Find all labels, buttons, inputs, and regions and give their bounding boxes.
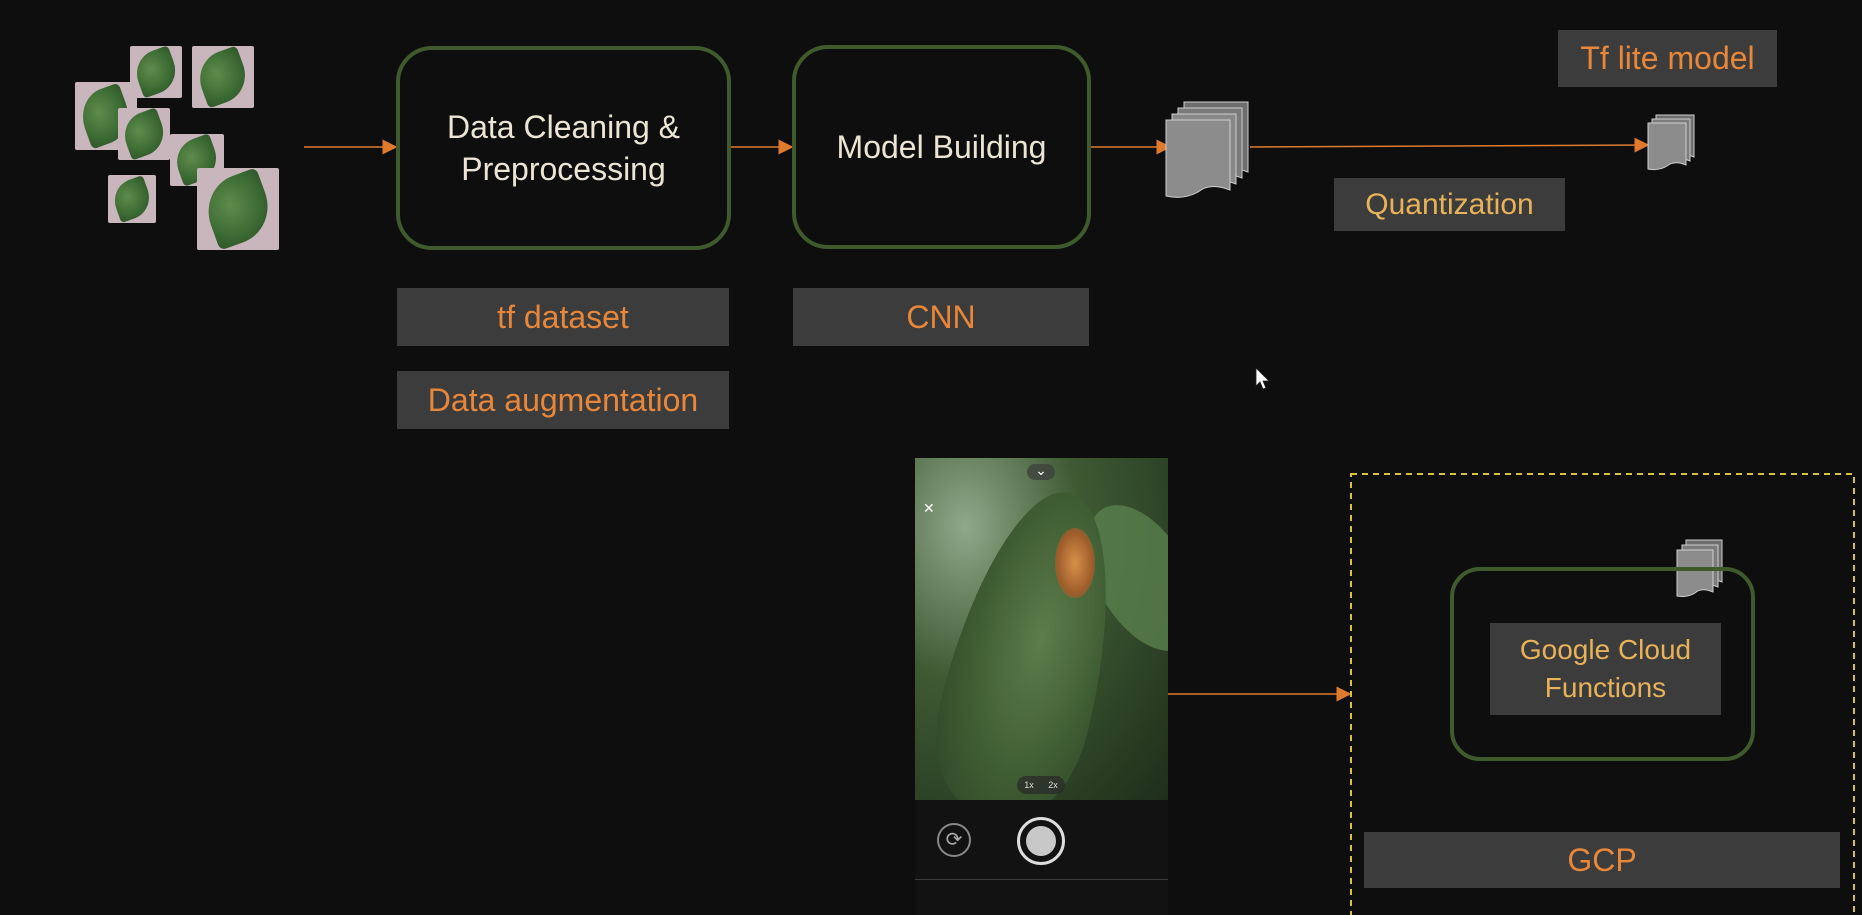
leaf-thumbnail <box>192 46 254 108</box>
arrow-files-to-tflite <box>1249 137 1650 153</box>
tflite-file-icon <box>1647 114 1695 171</box>
model-building-stage: Model Building <box>792 45 1091 249</box>
leaf-thumbnail <box>130 46 182 98</box>
zoom-1x-option[interactable]: 1x <box>1024 780 1034 790</box>
flip-camera-glyph: ⟳ <box>945 829 963 851</box>
leaf-thumbnail <box>108 175 156 223</box>
flip-camera-icon[interactable]: ⟳ <box>937 823 971 857</box>
gcp-region <box>1350 473 1855 915</box>
quantization-tag: Quantization <box>1334 178 1565 231</box>
divider <box>915 879 1168 880</box>
leaf-thumbnail <box>197 168 279 250</box>
data-augmentation-tag: Data augmentation <box>397 371 729 429</box>
phone-camera-preview: ✕ ⌄ 1x 2x <box>915 458 1168 800</box>
gcf-tag: Google Cloud Functions <box>1490 623 1721 715</box>
tf-dataset-tag: tf dataset <box>397 288 729 346</box>
cnn-tag: CNN <box>793 288 1089 346</box>
chevron-down-icon[interactable]: ⌄ <box>1027 463 1055 480</box>
gcf-label: Google Cloud Functions <box>1519 634 1692 703</box>
phone-camera-controls: ⟳ <box>915 800 1168 915</box>
gcf-container <box>1450 567 1755 761</box>
mouse-cursor-icon <box>1255 367 1270 390</box>
model-files-icon <box>1165 101 1249 198</box>
gcp-tag: GCP <box>1364 832 1840 888</box>
zoom-toggle[interactable]: 1x 2x <box>1017 776 1065 794</box>
zoom-2x-option[interactable]: 2x <box>1048 780 1058 790</box>
shutter-button[interactable] <box>1017 817 1065 865</box>
leaf-thumbnail <box>118 108 170 160</box>
tf-lite-model-tag: Tf lite model <box>1558 30 1777 87</box>
model-building-label: Model Building <box>836 129 1047 165</box>
data-cleaning-stage: Data Cleaning & Preprocessing <box>396 46 731 250</box>
data-cleaning-label: Data Cleaning & Preprocessing <box>446 109 681 187</box>
camera-close-icon[interactable]: ✕ <box>923 500 935 516</box>
